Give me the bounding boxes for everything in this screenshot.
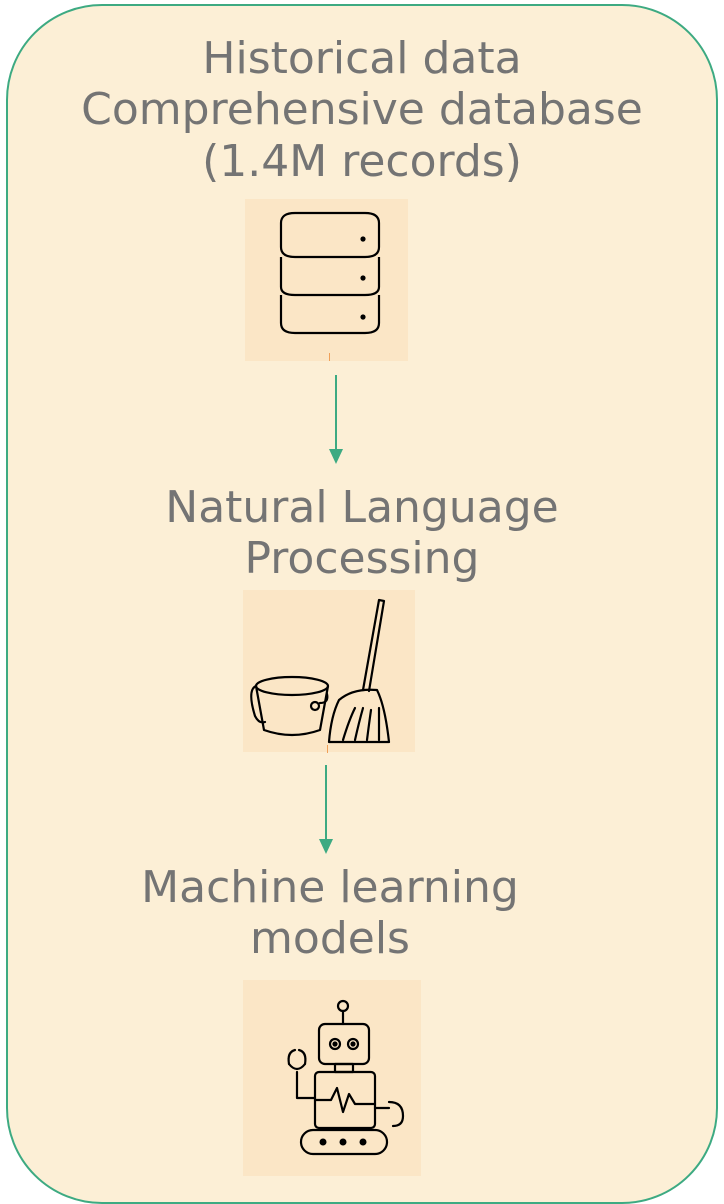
arrow-2 [319, 765, 333, 854]
bucket-broom-icon-tile [243, 590, 415, 752]
connector-tick-2 [327, 745, 328, 753]
step-2-title-line-2: Processing [244, 533, 480, 584]
connector-tick-1 [329, 353, 330, 361]
database-icon [279, 211, 381, 335]
database-icon-tile [245, 199, 408, 361]
step-1-title-line-2: Comprehensive database [81, 84, 643, 135]
bucket-broom-icon [250, 598, 391, 744]
robot-icon [287, 999, 405, 1156]
arrow-1 [329, 375, 343, 464]
step-1-title-line-1: Historical data [202, 33, 522, 84]
step-1-title-line-3: (1.4M records) [202, 136, 522, 187]
step-2-title-line-1: Natural Language [165, 482, 559, 533]
robot-icon-tile [243, 980, 421, 1176]
step-3-title-line-1: Machine learning [141, 862, 519, 913]
step-3-title-line-2: models [250, 913, 410, 964]
